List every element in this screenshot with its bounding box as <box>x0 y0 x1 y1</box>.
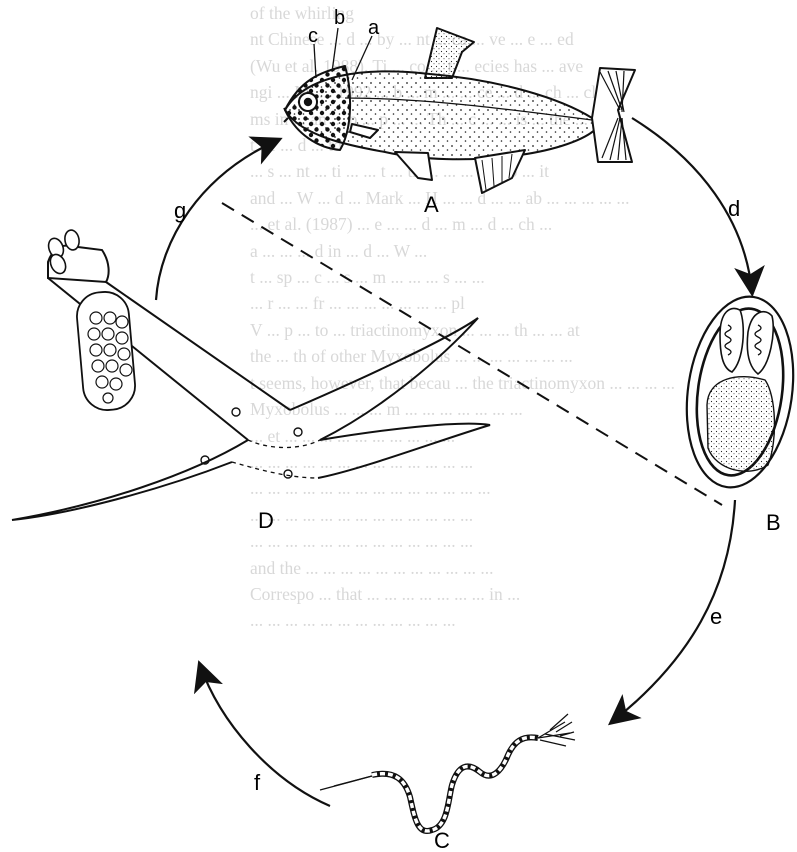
worm-body <box>372 737 538 831</box>
fish-tail <box>592 68 635 162</box>
triactinomyxon-process-right-upper <box>290 318 478 440</box>
label-stage-c: C <box>434 828 450 852</box>
label-stage-b: B <box>766 510 781 535</box>
label-transition-e: e <box>710 604 722 629</box>
direct-infection-dashed-line <box>222 203 722 505</box>
arrow-worm-to-triactinomyxon <box>200 665 330 806</box>
triactinomyxon-process-left <box>12 440 248 520</box>
fish-dorsal-fin <box>425 28 474 78</box>
label-stage-a: A <box>424 192 439 217</box>
spore-sporoplasm <box>707 377 774 472</box>
label-transition-d: d <box>728 196 740 221</box>
label-stage-d: D <box>258 508 274 533</box>
fish-anal-fin <box>475 150 525 193</box>
label-transition-g: g <box>174 198 186 223</box>
spore-illustration <box>675 290 797 495</box>
fish-head <box>285 66 350 150</box>
label-fish-part-a: a <box>368 17 380 39</box>
fish-pelvic-fin <box>395 152 432 180</box>
triactinomyxon-illustration <box>12 229 490 520</box>
triactinomyxon-process-right-lower <box>318 424 490 478</box>
worm-illustration <box>320 714 575 831</box>
fish-illustration <box>284 28 635 193</box>
label-fish-part-b: b <box>334 7 345 29</box>
label-fish-part-c: c <box>308 25 318 47</box>
label-transition-f: f <box>254 770 261 795</box>
cycle-arrows <box>156 118 752 806</box>
